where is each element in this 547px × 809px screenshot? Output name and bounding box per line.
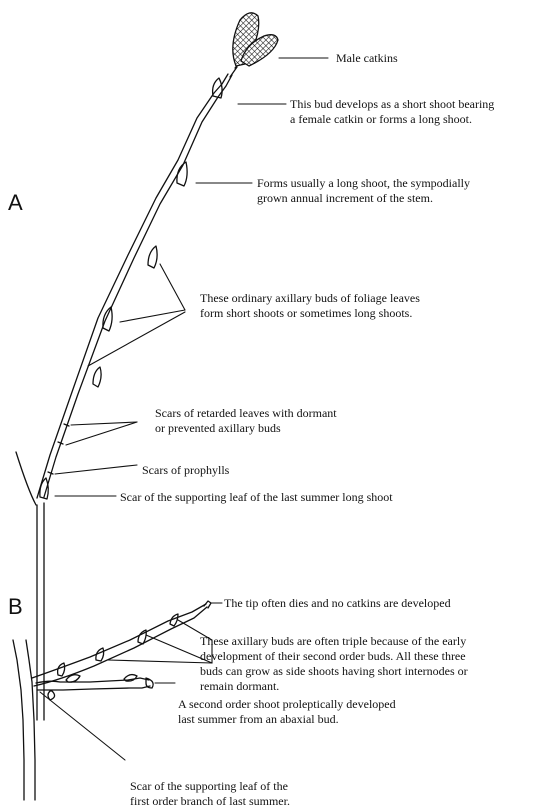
axillary-bud-1: [148, 246, 157, 268]
leader-axillary-1: [160, 264, 185, 310]
panel-label-a: A: [8, 190, 23, 216]
parent-stem-a: [16, 452, 36, 505]
retarded-leaf-scar-1: [64, 424, 69, 426]
leader-axillary-3: [88, 312, 185, 366]
leader-first-order-scar: [40, 692, 125, 760]
male-catkins-drawing: [233, 13, 278, 66]
label-triple-buds: These axillary buds are often triple bec…: [200, 634, 468, 694]
label-long-shoot-bud: Forms usually a long shoot, the sympodia…: [257, 176, 470, 206]
axillary-bud-3: [93, 367, 101, 387]
axillary-bud-2: [103, 307, 112, 331]
leader-retarded-2: [66, 422, 137, 445]
b-bud-4: [170, 614, 178, 626]
retarded-leaf-scar-2: [58, 442, 63, 444]
label-terminal-bud: This bud develops as a short shoot beari…: [290, 97, 494, 127]
parent-stem-b-right: [26, 640, 35, 800]
label-retarded-scars: Scars of retarded leaves with dormant or…: [155, 406, 337, 436]
label-first-order-scar: Scar of the supporting leaf of the first…: [130, 779, 290, 809]
label-male-catkins: Male catkins: [336, 51, 398, 66]
panel-label-b: B: [8, 594, 23, 620]
label-second-order: A second order shoot proleptically devel…: [178, 697, 396, 727]
panel-a-drawing: [16, 60, 242, 720]
label-prophylls: Scars of prophylls: [142, 463, 229, 478]
label-supporting-scar: Scar of the supporting leaf of the last …: [120, 490, 393, 505]
leader-axillary-2: [120, 310, 185, 322]
prophyll-scar: [48, 472, 53, 474]
label-tip-dies: The tip often dies and no catkins are de…: [224, 596, 451, 611]
leader-retarded-1: [71, 422, 137, 425]
first-order-branch-lower: [34, 607, 207, 686]
second-order-lower: [37, 686, 150, 690]
b-bud-1: [58, 663, 65, 676]
label-axillary-buds: These ordinary axillary buds of foliage …: [200, 291, 420, 321]
parent-stem-b-left: [13, 640, 24, 800]
catkin-stalk: [230, 67, 237, 77]
leader-prophylls: [55, 465, 137, 474]
leader-triple-4: [108, 660, 212, 663]
b-bud-2: [96, 648, 104, 661]
terminal-bud: [213, 78, 223, 98]
